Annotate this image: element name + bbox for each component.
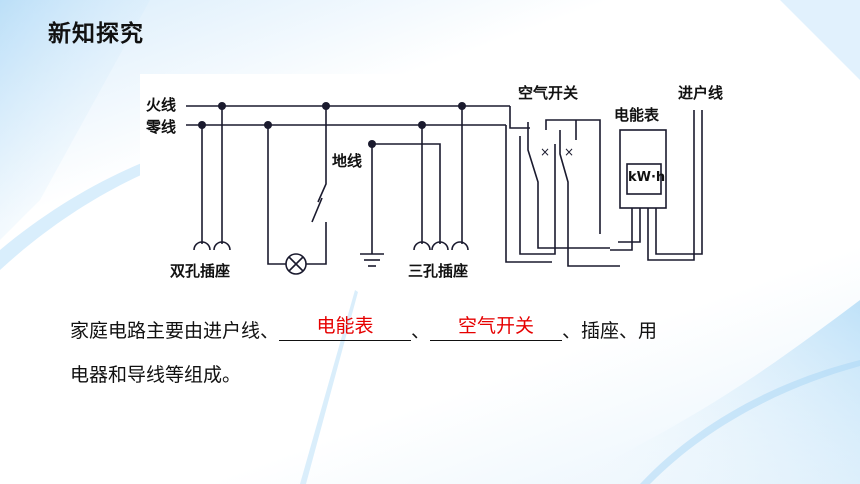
answer-2: 空气开关 (458, 315, 535, 337)
household-circuit-diagram: × × (140, 74, 754, 286)
lamp-neutral-wire (267, 125, 286, 265)
meter-window (626, 163, 662, 195)
lamp-live-wire (317, 106, 327, 203)
question-text-start: 家庭电路主要由进户线、 (70, 320, 280, 342)
answer-blank-2: 空气开关 (430, 315, 563, 341)
switch-top-wire (545, 119, 601, 234)
question-separator: 、 (411, 320, 431, 342)
meter-lead-1 (610, 208, 633, 251)
neutral-wire-label: 零线 (146, 118, 177, 136)
question-line-2: 电器和导线等组成。 (70, 364, 242, 386)
three-hole-socket-terminal-3 (451, 241, 469, 251)
switch-box-left (519, 136, 556, 255)
lamp (285, 253, 307, 275)
page-title: 新知探究 (48, 21, 144, 47)
two-hole-socket-label: 双孔插座 (170, 262, 231, 280)
answer-1: 电能表 (316, 315, 374, 337)
meter-unit-label: kW·h (628, 170, 666, 185)
air-switch-label: 空气开关 (518, 84, 579, 102)
two-hole-socket-terminal-1 (193, 241, 211, 251)
three-hole-socket-label: 三孔插座 (408, 262, 469, 280)
neutral-to-switch-wire (505, 125, 552, 263)
ground-to-socket-wire (372, 143, 441, 244)
lamp-switch-blade (311, 197, 323, 223)
ground-wire-label: 地线 (332, 152, 363, 170)
meter-lead-2 (618, 208, 641, 243)
switch-contact-2: × (564, 145, 574, 159)
switch-contact-1: × (540, 145, 550, 159)
junction-dots (198, 102, 466, 148)
switch-live-path (527, 122, 610, 249)
meter-box (619, 129, 667, 209)
lamp-cross (288, 256, 304, 272)
question-text-end: 、插座、用 (562, 320, 658, 342)
incoming-line-label: 进户线 (678, 84, 724, 102)
circuit-wires: × × (186, 102, 703, 275)
meter-lead-3 (647, 118, 695, 261)
question-line-1: 家庭电路主要由进户线、 电能表 、 空气开关 、插座、用 (70, 315, 800, 343)
three-hole-socket-terminal-1 (413, 241, 431, 251)
live-to-switch-wire (509, 106, 530, 129)
live-wire-label: 火线 (146, 96, 177, 114)
answer-blank-1: 电能表 (279, 315, 412, 341)
lamp-switch-out (306, 222, 327, 265)
switch-neutral-path (559, 130, 620, 267)
two-hole-socket-terminal-2 (213, 241, 231, 251)
meter-lead-4 (655, 118, 703, 255)
meter-label: 电能表 (614, 106, 660, 124)
three-hole-socket-terminal-2 (431, 241, 449, 251)
